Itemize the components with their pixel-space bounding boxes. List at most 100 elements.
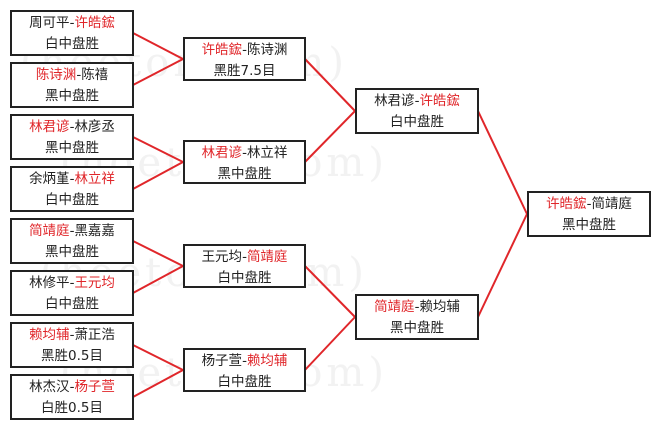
player-1: 林君谚 [201, 145, 243, 161]
separator: - [69, 171, 75, 187]
match-players: 简靖庭-黑嘉嘉 [12, 221, 132, 242]
player-1: 陈诗渊 [35, 67, 77, 83]
connector-line [132, 369, 184, 398]
player-2: 林彦丞 [74, 119, 115, 135]
match-result: 黑胜7.5目 [213, 63, 276, 79]
match-result: 黑胜0.5目 [41, 348, 103, 364]
match-result: 黑中盘胜 [45, 244, 99, 260]
separator: - [69, 379, 75, 395]
connector-line [132, 344, 184, 371]
match-players: 余炳堇-林立祥 [12, 169, 132, 190]
player-2: 黑嘉嘉 [74, 223, 115, 239]
match-players: 许皓鋐-陈诗渊 [185, 40, 304, 61]
separator: - [242, 42, 247, 58]
round1-match-box: 周可平-许皓鋐白中盘胜 [10, 10, 134, 56]
round1-match-box: 林杰汉-杨子萱白胜0.5目 [10, 374, 134, 420]
match-result: 黑中盘胜 [217, 166, 272, 182]
match-players: 周可平-许皓鋐 [12, 13, 132, 34]
separator: - [242, 353, 247, 369]
player-2: 简靖庭 [246, 249, 288, 265]
connector-line [304, 265, 356, 318]
match-players: 林修平-王元均 [12, 273, 132, 294]
player-1: 林君谚 [29, 119, 70, 135]
separator: - [586, 196, 592, 212]
connector-line [132, 136, 184, 163]
player-2: 简靖庭 [591, 196, 632, 212]
match-players: 赖均辅-萧正浩 [12, 325, 132, 346]
separator: - [242, 249, 247, 265]
player-2: 赖均辅 [419, 299, 460, 315]
match-result: 白中盘胜 [45, 296, 99, 312]
round2-match-box: 林君谚-林立祥黑中盘胜 [183, 140, 306, 184]
player-1: 杨子萱 [201, 353, 243, 369]
connector-line [132, 161, 184, 190]
round3-match-box: 林君谚-许皓鋐白中盘胜 [355, 88, 479, 134]
separator: - [69, 119, 75, 135]
match-result: 黑中盘胜 [45, 140, 99, 156]
round1-match-box: 陈诗渊-陈禧黑中盘胜 [10, 62, 134, 108]
separator: - [242, 145, 247, 161]
match-result: 黑中盘胜 [45, 88, 99, 104]
player-2: 许皓鋐 [74, 15, 115, 31]
match-players: 陈诗渊-陈禧 [12, 65, 132, 86]
match-result: 白中盘胜 [217, 270, 272, 286]
match-result: 白中盘胜 [217, 374, 272, 390]
match-result: 白胜0.5目 [41, 400, 103, 416]
match-result: 白中盘胜 [45, 36, 99, 52]
player-1: 许皓鋐 [201, 42, 243, 58]
match-players: 简靖庭-赖均辅 [357, 297, 477, 318]
round1-match-box: 赖均辅-萧正浩黑胜0.5目 [10, 322, 134, 368]
player-1: 赖均辅 [29, 327, 70, 343]
player-2: 王元均 [74, 275, 115, 291]
match-players: 林杰汉-杨子萱 [12, 377, 132, 398]
round3-match-box: 简靖庭-赖均辅黑中盘胜 [355, 294, 479, 340]
match-result: 黑中盘胜 [390, 320, 444, 336]
match-result: 黑中盘胜 [562, 217, 616, 233]
player-2: 许皓鋐 [419, 93, 460, 109]
player-1: 周可平 [29, 15, 70, 31]
round1-match-box: 林君谚-林彦丞黑中盘胜 [10, 114, 134, 160]
connector-line [304, 110, 356, 163]
separator: - [76, 67, 82, 83]
player-2: 杨子萱 [74, 379, 115, 395]
separator: - [69, 275, 75, 291]
connector-line [132, 32, 184, 60]
player-2: 林立祥 [246, 145, 288, 161]
separator: - [414, 93, 420, 109]
connector-line [132, 265, 184, 294]
player-2: 陈禧 [81, 67, 109, 83]
connector-line [477, 110, 528, 215]
match-players: 王元均-简靖庭 [185, 247, 304, 268]
match-players: 杨子萱-赖均辅 [185, 351, 304, 372]
match-players: 林君谚-林立祥 [185, 143, 304, 164]
player-1: 林杰汉 [29, 379, 70, 395]
match-players: 许皓鋐-简靖庭 [529, 194, 649, 215]
round2-match-box: 王元均-简靖庭白中盘胜 [183, 244, 306, 288]
round2-match-box: 许皓鋐-陈诗渊黑胜7.5目 [183, 37, 306, 81]
player-1: 王元均 [201, 249, 243, 265]
separator: - [69, 327, 75, 343]
connector-line [132, 240, 184, 267]
round1-match-box: 余炳堇-林立祥白中盘胜 [10, 166, 134, 212]
player-1: 简靖庭 [374, 299, 415, 315]
player-1: 林君谚 [374, 93, 415, 109]
match-result: 白中盘胜 [390, 114, 444, 130]
connector-line [477, 213, 528, 318]
round1-match-box: 林修平-王元均白中盘胜 [10, 270, 134, 316]
round2-match-box: 杨子萱-赖均辅白中盘胜 [183, 348, 306, 392]
connector-line [304, 58, 356, 112]
round1-match-box: 简靖庭-黑嘉嘉黑中盘胜 [10, 218, 134, 264]
player-2: 陈诗渊 [246, 42, 288, 58]
player-1: 林修平 [29, 275, 70, 291]
match-players: 林君谚-许皓鋐 [357, 91, 477, 112]
player-2: 赖均辅 [246, 353, 288, 369]
player-1: 许皓鋐 [546, 196, 587, 212]
player-1: 余炳堇 [29, 171, 70, 187]
connector-line [132, 58, 184, 86]
player-1: 简靖庭 [29, 223, 70, 239]
separator: - [69, 223, 75, 239]
match-result: 白中盘胜 [45, 192, 99, 208]
separator: - [414, 299, 420, 315]
